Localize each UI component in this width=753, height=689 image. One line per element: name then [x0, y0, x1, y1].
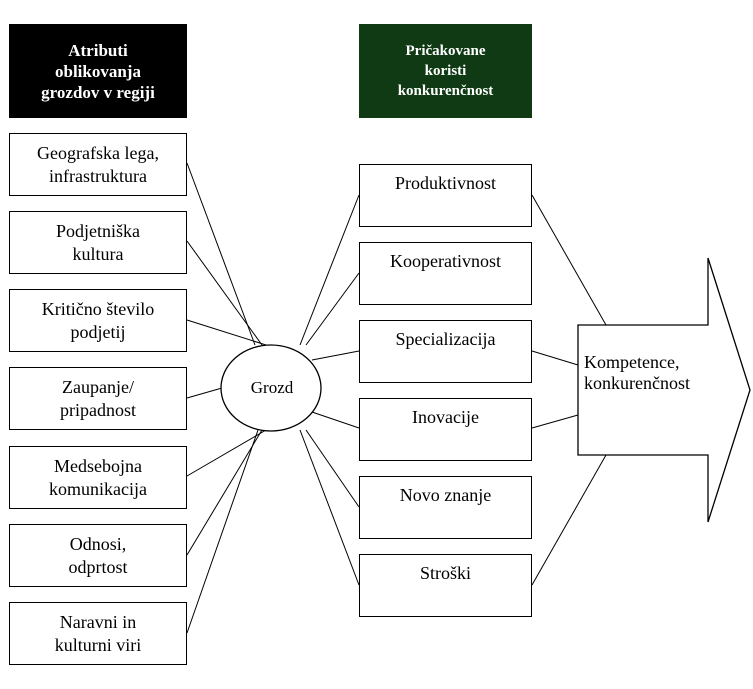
- benefit-box-novo-znanje: Novo znanje: [359, 476, 532, 539]
- connector-line-16: [531, 414, 579, 429]
- attributes-header: Atributi oblikovanja grozdov v regiji: [9, 24, 187, 118]
- connector-line-9: [305, 272, 360, 346]
- attribute-box-zaupanje: Zaupanje/ pripadnost: [9, 367, 187, 430]
- benefit-box-inovacije: Inovacije: [359, 398, 532, 461]
- connector-line-8: [299, 194, 360, 346]
- attribute-box-kriticno-stevilo: Kritično število podjetij: [9, 289, 187, 352]
- connector-line-2: [186, 240, 263, 346]
- connector-line-4: [186, 387, 223, 399]
- connector-line-11: [311, 411, 360, 429]
- benefit-box-kooperativnost: Kooperativnost: [359, 242, 532, 305]
- connector-line-10: [311, 350, 360, 361]
- connector-line-5: [186, 429, 267, 477]
- connector-lines: [186, 162, 607, 634]
- result-arrow: [577, 257, 751, 523]
- connector-line-1: [186, 162, 256, 346]
- connector-line-3: [186, 319, 267, 346]
- benefit-box-specializacija: Specializacija: [359, 320, 532, 383]
- connector-line-17: [531, 454, 607, 586]
- benefit-box-stroski: Stroški: [359, 554, 532, 617]
- attribute-box-podjetniska-kultura: Podjetniška kultura: [9, 211, 187, 274]
- benefit-box-produktivnost: Produktivnost: [359, 164, 532, 227]
- attribute-box-geografska-lega: Geografska lega, infrastruktura: [9, 133, 187, 196]
- attribute-box-odnosi: Odnosi, odprtost: [9, 524, 187, 587]
- connector-line-14: [531, 194, 607, 326]
- connector-line-12: [305, 429, 360, 508]
- connector-line-7: [186, 429, 259, 634]
- result-label: Kompetence, konkurenčnost: [584, 352, 690, 393]
- attribute-box-naravni-viri: Naravni in kulturni viri: [9, 602, 187, 665]
- benefits-header: Pričakovane koristi konkurenčnost: [359, 24, 532, 118]
- connector-line-15: [531, 350, 579, 366]
- cluster-label: Grozd: [250, 378, 294, 397]
- attribute-box-komunikacija: Medsebojna komunikacija: [9, 446, 187, 509]
- connector-line-6: [186, 429, 263, 556]
- cluster-ellipse: [220, 344, 322, 432]
- connector-line-13: [299, 429, 360, 586]
